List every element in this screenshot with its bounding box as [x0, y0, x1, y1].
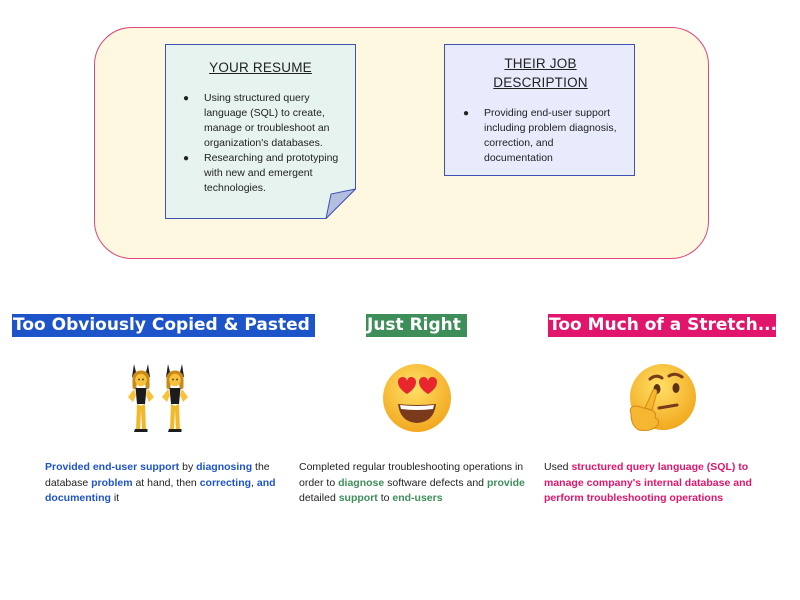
dancers-icon	[125, 362, 195, 439]
keyword-span: problem	[91, 476, 133, 489]
text-span: Used	[544, 461, 572, 473]
keyword-span: provide	[486, 476, 525, 489]
keyword-span: Provided end-user support	[45, 461, 180, 473]
example-just-right: Completed regular troubleshooting operat…	[299, 460, 531, 507]
heading-copied-pasted: Too Obviously Copied & Pasted	[12, 314, 315, 337]
text-span: Completed regular troubleshooting operat…	[299, 461, 524, 489]
text-span: software defects and	[384, 476, 487, 489]
resume-bullet-text: Using structured query language (SQL) to…	[204, 92, 330, 149]
list-item: ● Using structured query language (SQL) t…	[177, 91, 344, 151]
keyword-span: end-users	[392, 492, 443, 504]
example-too-much-stretch: Used structured query language (SQL) to …	[544, 460, 769, 507]
heart-eyes-icon	[380, 362, 454, 439]
bullet-dot: ●	[183, 153, 190, 164]
heading-just-right: Just Right	[366, 314, 467, 337]
text-span: detailed	[299, 492, 339, 504]
text-span: to	[377, 492, 393, 504]
heading-too-much-stretch: Too Much of a Stretch...	[548, 314, 778, 337]
keyword-span: diagnose	[338, 476, 385, 489]
text-span: it	[110, 492, 120, 504]
resume-card: YOUR RESUME ● Using structured query lang…	[165, 44, 356, 219]
text-span: by	[179, 461, 197, 473]
keyword-span: support	[338, 492, 378, 504]
job-description-card: THEIR JOB DESCRIPTION ● Providing end-use…	[444, 44, 635, 176]
job-description-title: THEIR JOB DESCRIPTION	[493, 56, 588, 90]
keyword-span: structured query language (SQL) to manag…	[544, 461, 752, 504]
keyword-span: diagnosing	[196, 461, 253, 473]
text-span: at hand, then	[132, 476, 200, 489]
resume-card-shape	[165, 44, 356, 219]
keyword-span: correcting	[199, 476, 252, 489]
resume-bullet-text: Researching and prototyping with new and…	[204, 152, 339, 194]
keyword-span: and documenting	[45, 476, 276, 505]
list-item: ● Researching and prototyping with new an…	[177, 151, 344, 196]
thinking-face-icon	[623, 362, 699, 441]
text-span: the database	[45, 461, 270, 489]
list-item: ● Providing end-user support including pr…	[457, 106, 624, 166]
job-bullet-list: ● Providing end-user support including pr…	[457, 106, 624, 166]
text-span: ,	[251, 476, 257, 489]
resume-bullet-list: ● Using structured query language (SQL) t…	[177, 91, 344, 196]
bullet-dot: ●	[183, 93, 190, 104]
bullet-dot: ●	[463, 108, 470, 119]
example-copied-pasted: Provided end-user support by diagnosing …	[45, 460, 285, 507]
job-bullet-text: Providing end-user support including pro…	[484, 107, 617, 164]
resume-title: YOUR RESUME	[209, 60, 312, 75]
